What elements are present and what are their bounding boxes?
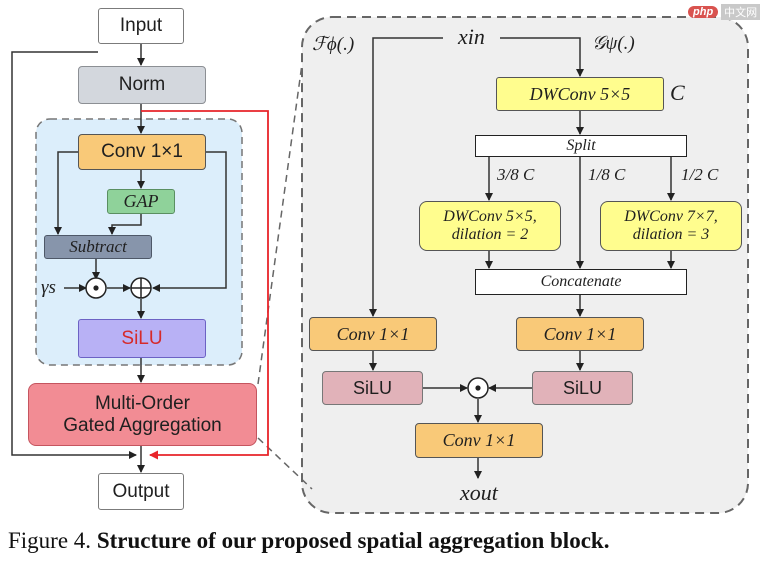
gamma-s-label: γs — [41, 277, 56, 298]
watermark-text: 中文网 — [721, 4, 761, 20]
multiply-op-left — [85, 277, 107, 299]
silu-g-block: SiLU — [532, 371, 633, 405]
site-watermark: php 中文网 — [688, 2, 768, 22]
figure-caption: Figure 4. Structure of our proposed spat… — [8, 528, 609, 554]
fraction-1-2-label: 1/2 C — [681, 165, 719, 184]
arrow-xin-g-branch — [500, 37, 584, 77]
x-out-label: xout — [460, 480, 498, 505]
subtract-block: Subtract — [44, 235, 152, 259]
conv-1x1-g-block: Conv 1×1 — [516, 317, 644, 351]
norm-block: Norm — [78, 66, 206, 104]
caption-prefix: Figure 4. — [8, 528, 92, 553]
f-phi-label: ℱϕ(.) — [312, 34, 355, 55]
dwconv-7x7-dilation-3-block: DWConv 7×7, dilation = 3 — [600, 201, 742, 251]
x-in-label: xin — [458, 24, 485, 49]
output-block: Output — [98, 473, 184, 510]
zoom-line-top — [257, 63, 303, 385]
caption-title: Structure of our proposed spatial aggreg… — [96, 528, 610, 553]
arrow-gap-subtract — [108, 214, 142, 235]
g-psi-label: 𝒢ψ(.) — [592, 33, 635, 54]
multiply-op-right — [467, 377, 489, 399]
conv-1x1-left-block: Conv 1×1 — [78, 134, 206, 170]
dwconv-5x5-top-block: DWConv 5×5 — [496, 77, 664, 111]
dwconv-5x5-dilation-2-block: DWConv 5×5, dilation = 2 — [419, 201, 561, 251]
concatenate-bar: Concatenate — [475, 269, 687, 295]
silu-left-block: SiLU — [78, 319, 206, 358]
add-op-left — [130, 277, 152, 299]
watermark-logo: php — [688, 6, 719, 18]
silu-f-block: SiLU — [322, 371, 423, 405]
multi-order-gated-aggregation-block: Multi-Order Gated Aggregation — [28, 383, 257, 446]
conv-1x1-output-block: Conv 1×1 — [415, 423, 543, 458]
arrow-conv-subtract — [54, 151, 78, 235]
zoom-line-bottom — [257, 437, 313, 490]
input-block: Input — [98, 8, 184, 44]
arrow-xin-f-branch — [369, 37, 443, 317]
channel-c-label: C — [670, 80, 685, 105]
fraction-3-8-label: 3/8 C — [497, 165, 535, 184]
arrow-residual-skip — [11, 51, 137, 459]
gap-block: GAP — [107, 189, 175, 214]
highlight-skip-arrow — [141, 110, 269, 460]
conv-1x1-f-block: Conv 1×1 — [309, 317, 437, 351]
split-bar: Split — [475, 135, 687, 157]
fraction-1-8-label: 1/8 C — [588, 165, 626, 184]
arrow-conv-add-skip — [152, 151, 227, 292]
